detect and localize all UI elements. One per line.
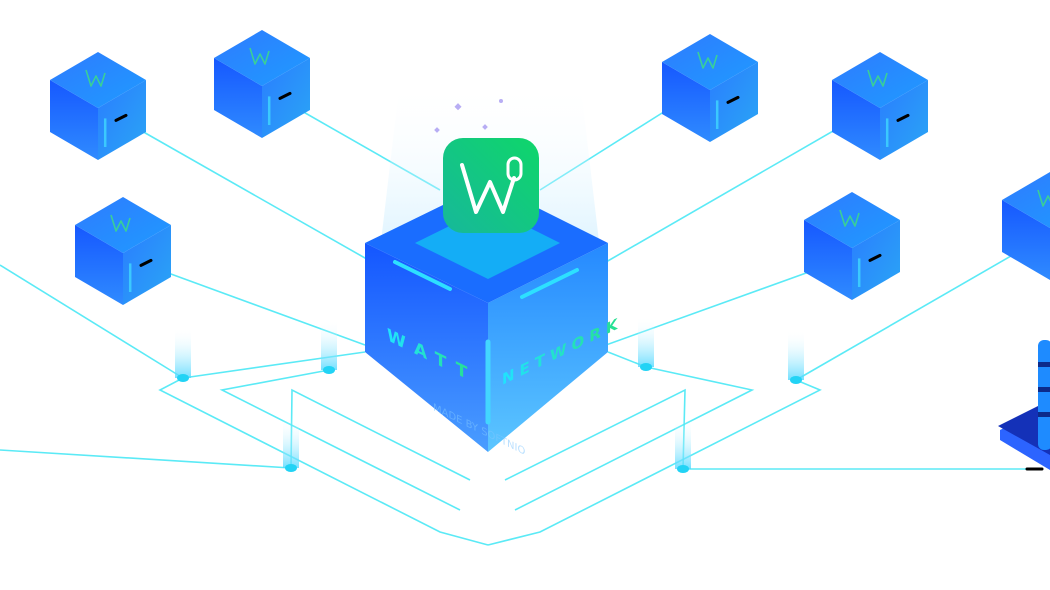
connection-pillar [788,330,804,380]
watt-w-logo-icon [839,209,860,227]
database-stack-icon [998,340,1050,471]
node-cube [214,30,310,138]
watt-w-logo-icon [1037,189,1050,207]
connection-pillar [175,328,191,378]
node-cube [832,52,928,160]
link-line [0,449,292,469]
watt-w-logo-icon [460,163,516,214]
connection-dot [790,376,802,384]
watt-app-icon[interactable] [443,138,539,233]
connection-pillar [638,317,654,367]
cube-left-face [50,80,98,160]
connector-port-icon [139,258,153,267]
link-line [182,351,366,379]
connection-dot [677,465,689,473]
link-line [0,264,184,379]
network-links [0,107,1031,546]
watt-w-logo-icon [867,69,888,87]
hub-right-face [488,243,608,452]
connector-port-icon [868,253,882,262]
node-cube [1002,172,1050,280]
link-line [139,129,373,263]
node-cube [804,192,900,300]
cube-right-face [852,220,900,300]
hub-glow-edge [520,268,579,299]
watt-w-logo-icon [697,51,718,69]
connector-port-icon [278,91,292,100]
node-cubes [50,30,1050,305]
node-cube [50,52,146,160]
connector-port-icon [114,113,128,122]
link-line [605,126,841,263]
link-line [514,366,755,511]
cube-right-face [880,80,928,160]
connection-pillars [175,317,804,473]
connection-pillar [283,418,299,468]
cube-right-face [98,80,146,160]
sparkles [434,99,503,145]
microphone-icon [506,156,523,182]
cube-top-face [1002,172,1050,228]
connection-dot [640,363,652,371]
watt-w-logo-icon [110,214,131,232]
watt-w-logo-icon [85,69,106,87]
cube-right-face [710,62,758,142]
cube-left-face [832,80,880,160]
connection-dot [285,464,297,472]
connection-dot [323,366,335,374]
link-line [219,369,461,511]
connector-port-icon [726,95,740,104]
link-line [795,244,1031,381]
hub-left-face [365,243,488,452]
cube-left-face [75,225,123,305]
node-cube [662,34,758,142]
connection-dot [177,374,189,382]
watt-w-logo-icon [249,47,270,65]
hub-cube: WATT NETWORK MADE BY SOFTNIO [365,80,622,458]
cube-left-face [662,62,710,142]
connection-pillar [321,320,337,370]
hub-glow-edge [393,260,452,291]
node-cube [75,197,171,305]
cube-left-face [1002,200,1050,280]
cube-left-face [804,220,852,300]
link-line [158,377,489,546]
cube-right-face [123,225,171,305]
cube-right-face [262,58,310,138]
cube-left-face [214,58,262,138]
connection-pillar [675,419,691,469]
connector-port-icon [896,113,910,122]
